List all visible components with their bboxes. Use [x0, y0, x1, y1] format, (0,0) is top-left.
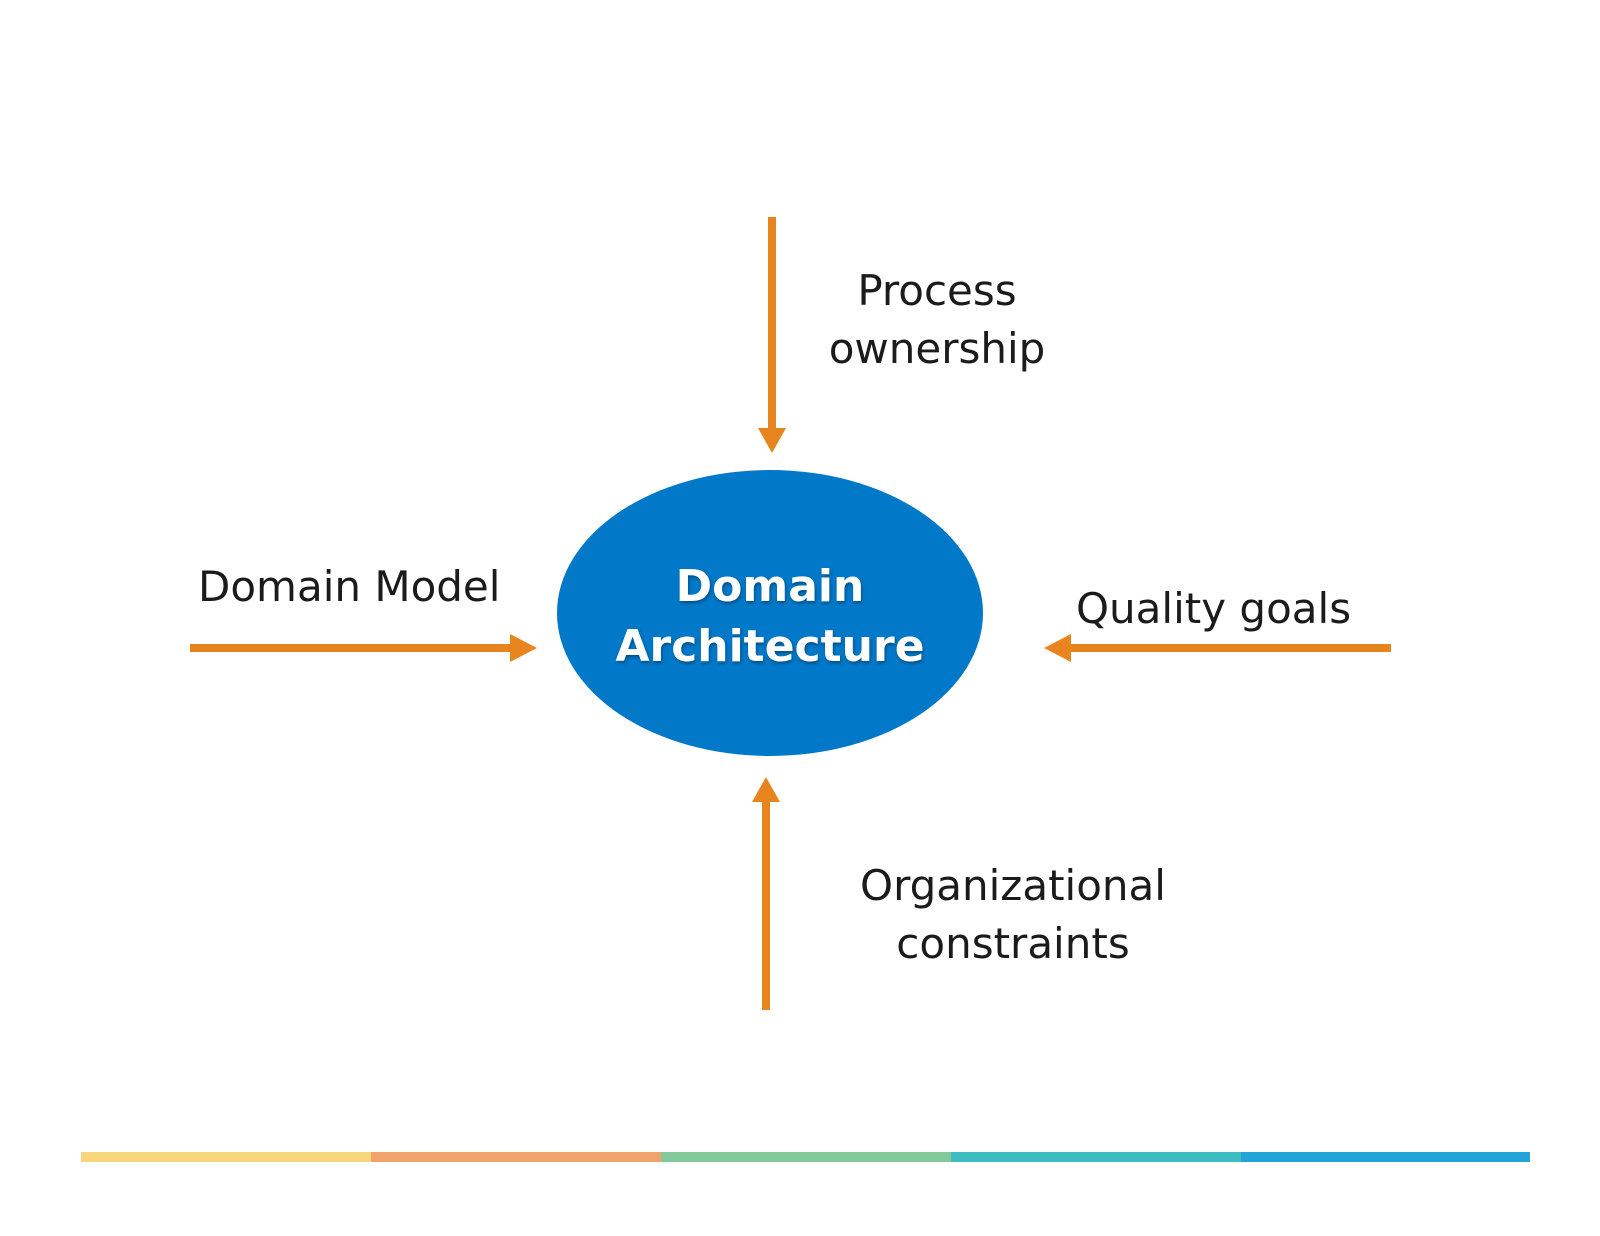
process-ownership-line2: ownership [828, 324, 1046, 373]
quality-goals-label: Quality goals [1076, 584, 1352, 633]
footer-bar-segment-1 [81, 1152, 371, 1162]
process-ownership-line1: Process [857, 266, 1017, 315]
footer-bar-segment-3 [661, 1152, 951, 1162]
organizational-constraints-line1: Organizational [860, 861, 1166, 910]
center-label-line2: Architecture [615, 621, 925, 672]
domain-architecture-ellipse [557, 470, 983, 756]
arrow-up-bottom [752, 777, 780, 1010]
process-ownership-label: Process ownership [822, 262, 1052, 378]
organizational-constraints-line2: constraints [896, 919, 1130, 968]
footer-bar-segment-5 [1241, 1152, 1530, 1162]
footer-bar-segment-2 [371, 1152, 661, 1162]
arrow-down-top [758, 217, 786, 453]
domain-model-label: Domain Model [198, 562, 501, 611]
arrow-left-right [1044, 634, 1391, 662]
center-label-line1: Domain [675, 561, 865, 612]
arrow-right-left [190, 634, 537, 662]
organizational-constraints-label: Organizational constraints [848, 857, 1178, 973]
footer-bar-segment-4 [951, 1152, 1241, 1162]
center-label: Domain Architecture [560, 557, 980, 677]
